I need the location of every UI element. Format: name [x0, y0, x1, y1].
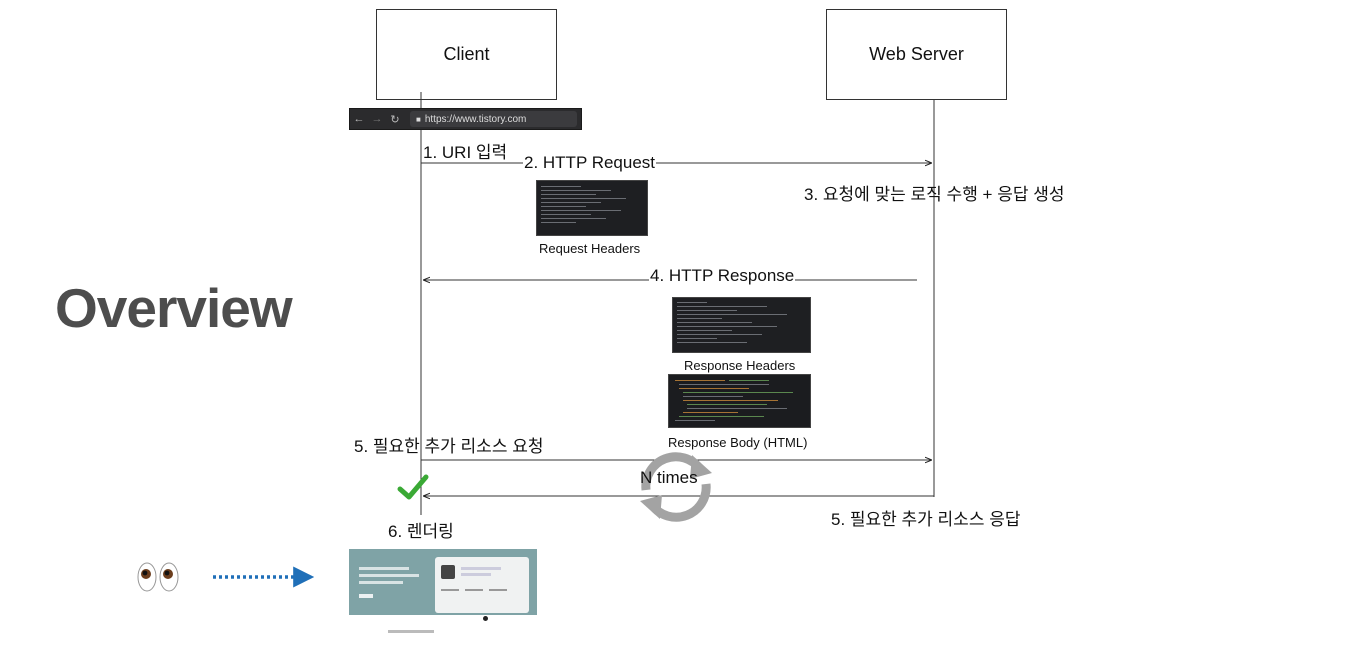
response-headers-screenshot	[672, 297, 811, 353]
cursor-mark	[483, 616, 488, 621]
step-5-request-label: 5. 필요한 추가 리소스 요청	[354, 437, 544, 456]
page-title: Overview	[55, 277, 293, 339]
browser-address-bar: ← → ↻ ■ https://www.tistory.com	[349, 108, 582, 130]
refresh-icon	[640, 452, 712, 522]
step-3-label: 3. 요청에 맞는 로직 수행 + 응답 생성	[804, 185, 1065, 204]
thumbnail-footer	[388, 630, 434, 633]
step-2-label: 2. HTTP Request	[523, 153, 657, 173]
step-1-label: 1. URI 입력	[423, 143, 508, 162]
response-headers-caption: Response Headers	[684, 358, 796, 373]
eyes-emoji	[137, 562, 179, 592]
step-4-label: 4. HTTP Response	[649, 266, 796, 286]
back-icon: ←	[353, 113, 365, 125]
client-box: Client	[376, 9, 557, 100]
request-headers-screenshot	[536, 180, 648, 236]
web-server-label: Web Server	[869, 44, 964, 64]
forward-icon: →	[371, 113, 383, 125]
reload-icon: ↻	[390, 113, 400, 126]
lock-icon: ■	[416, 114, 421, 124]
step-6-label: 6. 렌더링	[388, 522, 454, 541]
client-label: Client	[443, 44, 490, 64]
loop-label: N times	[640, 468, 698, 487]
web-server-box: Web Server	[826, 9, 1007, 100]
thumbnail-hero-text	[359, 567, 419, 602]
step-5-response-label: 5. 필요한 추가 리소스 응답	[831, 510, 1021, 529]
request-headers-caption: Request Headers	[539, 241, 641, 256]
url-box: ■ https://www.tistory.com	[410, 111, 577, 127]
response-body-caption: Response Body (HTML)	[668, 435, 808, 450]
response-body-screenshot	[668, 374, 811, 428]
rendered-page-thumbnail	[349, 549, 537, 615]
thumbnail-card	[435, 557, 529, 613]
url-text: https://www.tistory.com	[424, 113, 527, 125]
check-icon	[397, 474, 429, 500]
